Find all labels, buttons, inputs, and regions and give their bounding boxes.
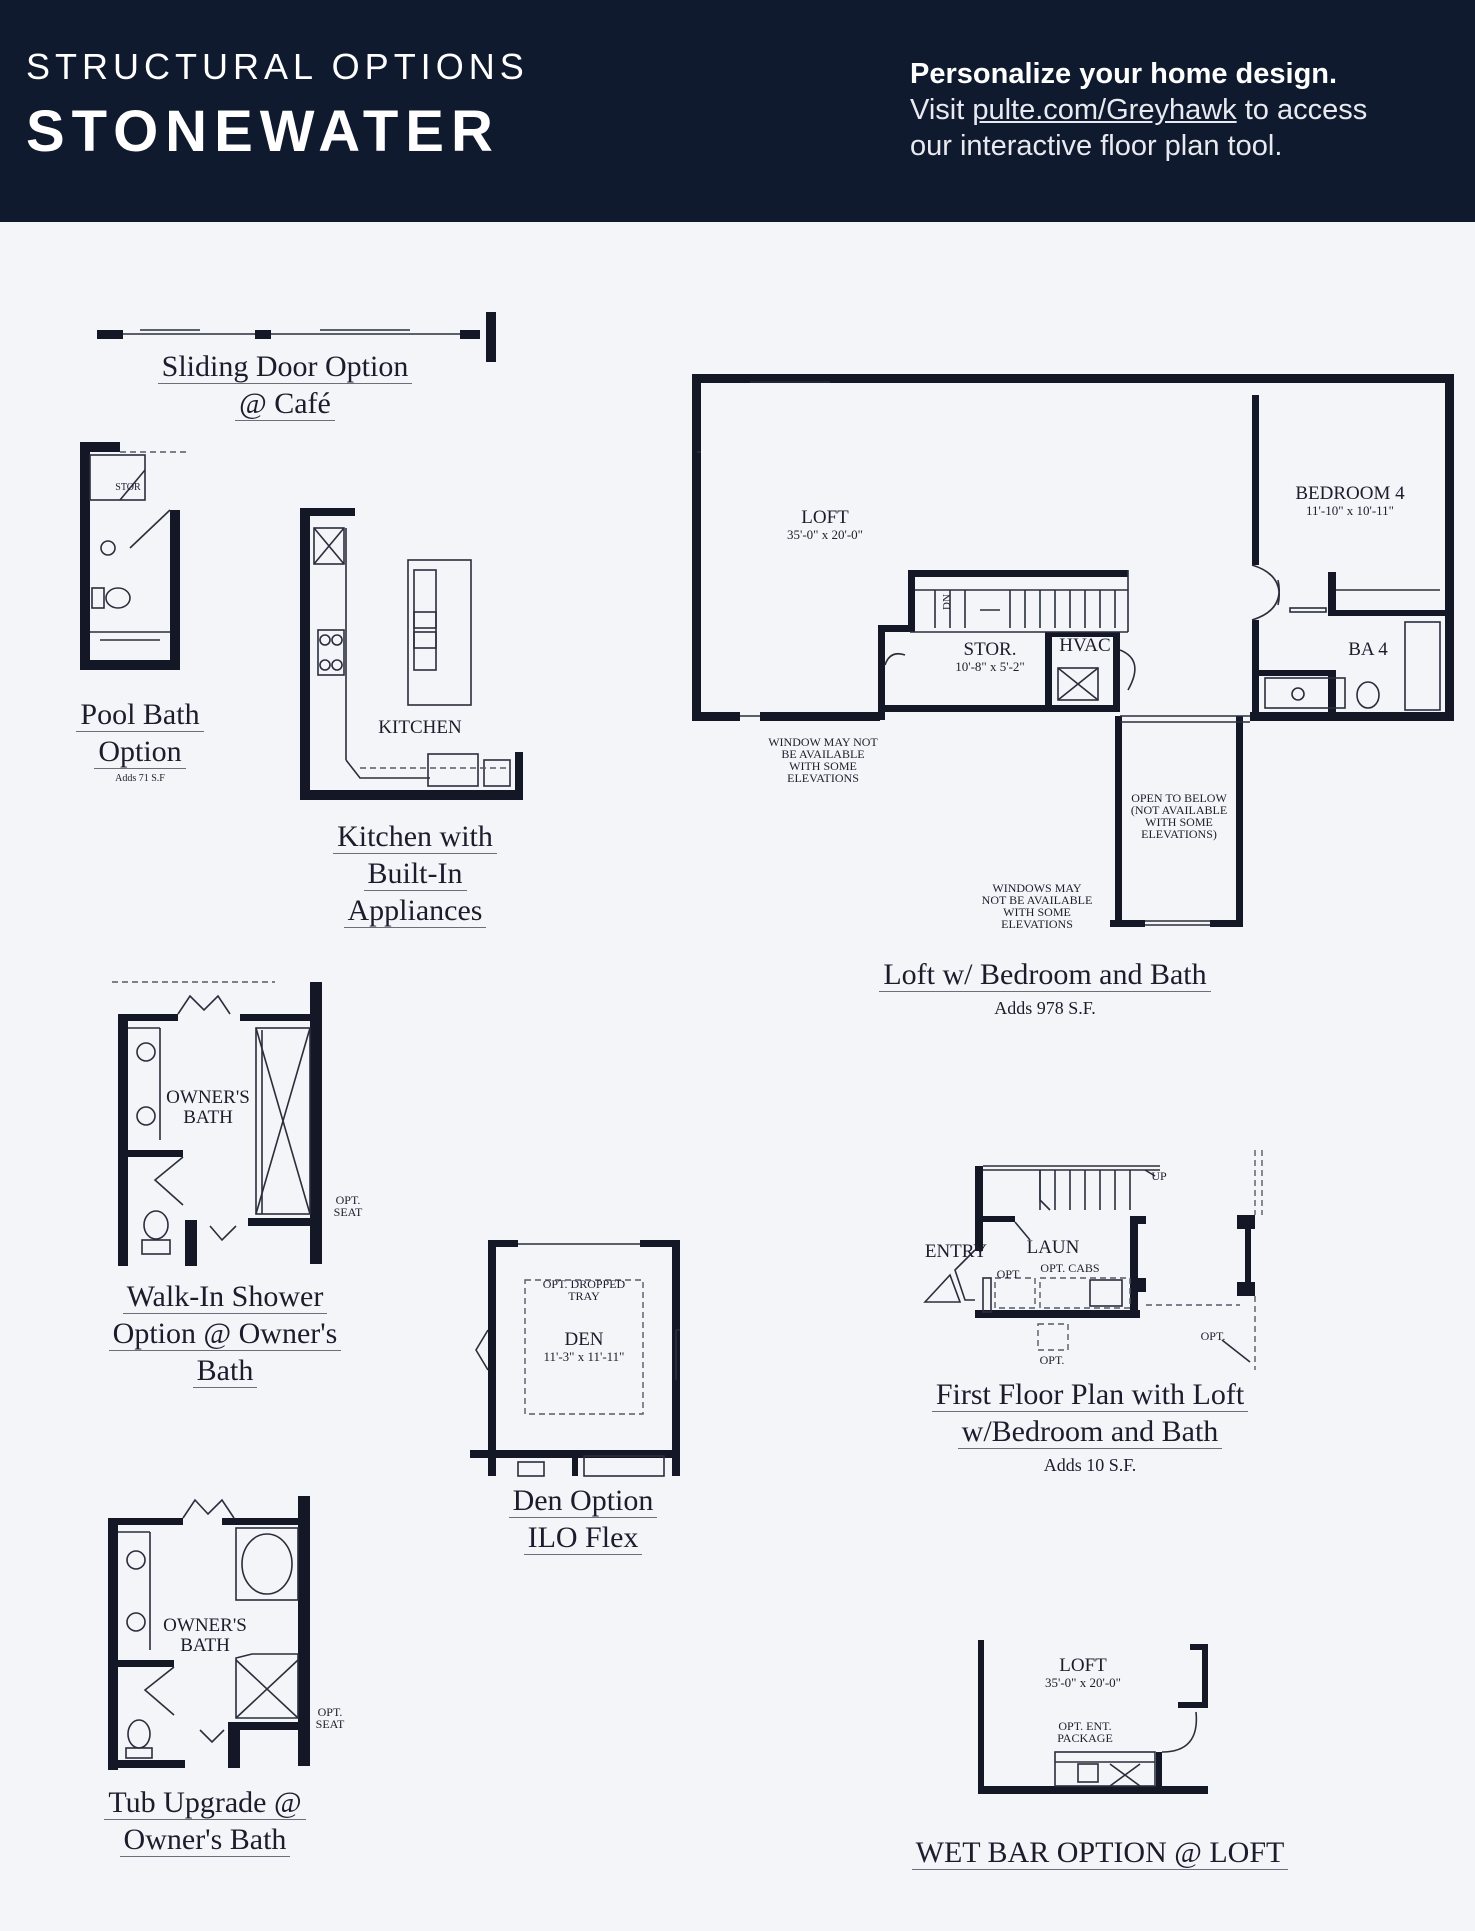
loft-room-label: LOFT 35'-0" x 20'-0" (787, 507, 863, 542)
den-room-label: DEN 11'-3" x 11'-11" (543, 1329, 625, 1364)
tub-opt-seat-note: OPT. SEAT (315, 1705, 345, 1731)
sliding-door-drawing (97, 312, 496, 362)
tub-upgrade-caption: Tub Upgrade @ Owner's Bath (80, 1784, 330, 1858)
storage-label: STOR. 10'-8" x 5'-2" (955, 639, 1025, 674)
kitchen-drawing (300, 508, 523, 800)
walkin-shower-caption: Walk-In Shower Option @ Owner's Bath (90, 1278, 360, 1389)
entry-label: ENTRY (924, 1241, 988, 1262)
wet-bar-drawing (978, 1640, 1208, 1794)
kitchen-room-label: KITCHEN (378, 717, 462, 738)
wet-bar-caption: WET BAR OPTION @ LOFT (880, 1834, 1320, 1871)
first-floor-caption: First Floor Plan with Loft w/Bedroom and… (880, 1376, 1300, 1476)
loft-windows-note: WINDOWS MAY NOT BE AVAILABLE WITH SOME E… (981, 881, 1093, 931)
laundry-label: LAUN (1026, 1237, 1080, 1258)
opt-right-note: OPT. (1200, 1329, 1226, 1343)
page-sheet (0, 222, 1475, 1931)
header-promo: Personalize your home design. Visit pult… (910, 56, 1470, 164)
open-to-below-note: OPEN TO BELOW (NOT AVAILABLE WITH SOME E… (1130, 791, 1228, 841)
den-caption: Den Option ILO Flex (478, 1482, 688, 1556)
stair-down-label: DN (941, 594, 953, 610)
walkin-opt-seat-note: OPT. SEAT (333, 1193, 363, 1219)
kitchen-caption: Kitchen with Built-In Appliances (300, 818, 530, 929)
promo-link[interactable]: pulte.com/Greyhawk (972, 94, 1237, 126)
opt-cabs-note: OPT. CABS (1040, 1261, 1100, 1275)
pool-bath-stor-label: STOR (115, 482, 141, 493)
wet-bar-ent-note: OPT. ENT. PACKAGE (1057, 1719, 1113, 1745)
walkin-shower-drawing (112, 981, 322, 1266)
wet-bar-loft-label: LOFT 35'-0" x 20'-0" (1045, 1655, 1121, 1690)
section-label: STRUCTURAL OPTIONS (26, 46, 529, 87)
loft-bedroom-caption: Loft w/ Bedroom and Bath Adds 978 S.F. (830, 956, 1260, 1019)
header-banner: STRUCTURAL OPTIONS STONEWATER Personaliz… (0, 0, 1475, 222)
promo-tagline: Personalize your home design. (910, 58, 1338, 90)
sliding-door-caption: Sliding Door Option @ Café (120, 348, 450, 422)
walkin-owners-bath-label: OWNER'S BATH (166, 1087, 250, 1128)
pool-bath-caption: Pool Bath Option Adds 71 S.F (50, 696, 230, 786)
loft-window-note: WINDOW MAY NOT BE AVAILABLE WITH SOME EL… (768, 735, 878, 785)
plan-title: STONEWATER (26, 99, 500, 164)
stair-up-label: UP (1151, 1169, 1167, 1183)
tub-upgrade-drawing (108, 1496, 310, 1770)
first-floor-drawing (923, 1150, 1263, 1370)
promo-visit: Visit pulte.com/Greyhawk to access (910, 94, 1368, 126)
loft-bedroom-drawing (692, 374, 1454, 927)
den-drawing (470, 1240, 680, 1477)
pool-bath-drawing (80, 442, 190, 670)
opt-bottom-note: OPT. (1039, 1353, 1065, 1367)
opt-small-note: OPT (996, 1267, 1020, 1281)
den-tray-note: OPT. DROPPED TRAY (542, 1277, 626, 1303)
bedroom-4-label: BEDROOM 4 11'-10" x 10'-11" (1295, 483, 1405, 518)
promo-line3: our interactive floor plan tool. (910, 130, 1283, 162)
hvac-label: HVAC (1059, 635, 1111, 656)
bath-4-label: BA 4 (1348, 639, 1388, 660)
tub-owners-bath-label: OWNER'S BATH (163, 1615, 247, 1656)
